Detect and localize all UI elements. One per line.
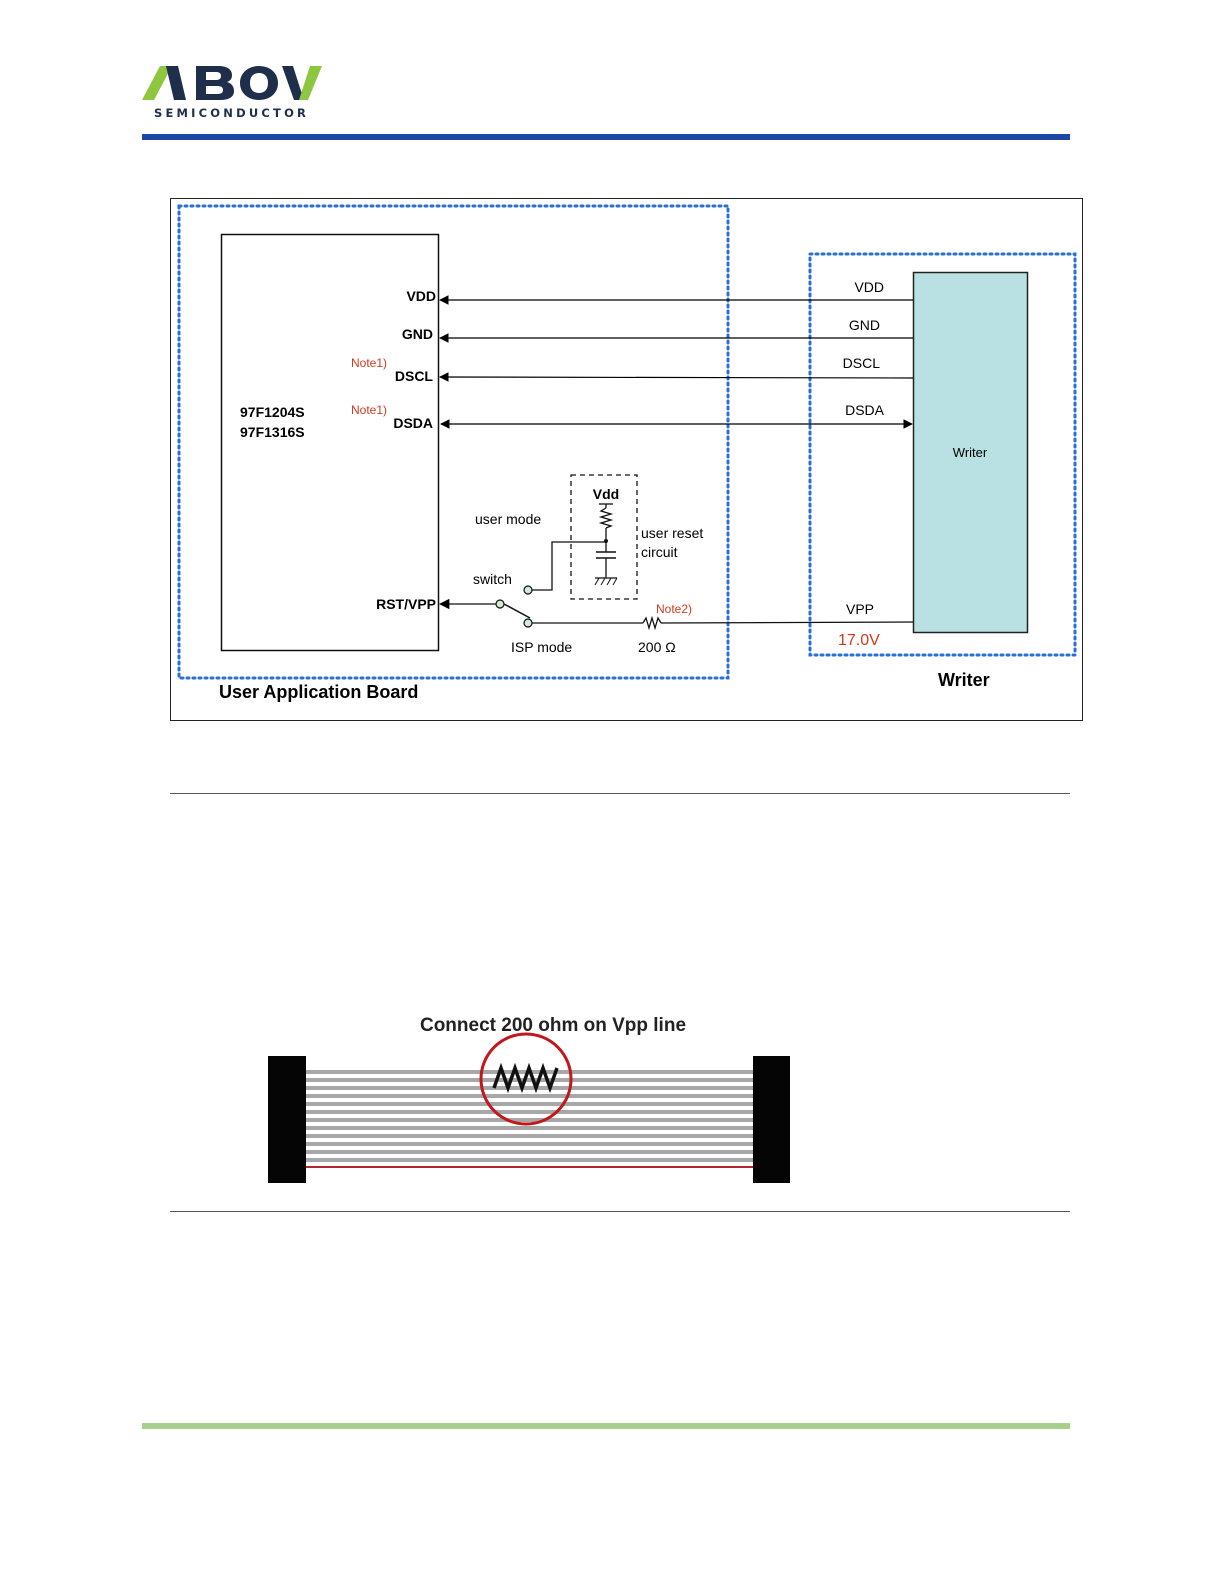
pin-dscl-label: DSCL (395, 368, 434, 384)
figure2-title: Connect 200 ohm on Vpp line (420, 1015, 686, 1036)
user-mode-label: user mode (475, 511, 541, 527)
pin-rst-vpp-label: RST/VPP (376, 596, 436, 612)
pullup-resistor-icon (601, 508, 611, 528)
right-connector (753, 1056, 790, 1183)
chip-label-2: 97F1316S (240, 424, 305, 440)
dscl-line (440, 377, 913, 378)
writer-pin-dscl: DSCL (843, 355, 881, 371)
section-divider-2 (170, 1211, 1070, 1212)
writer-block-label: Writer (953, 445, 988, 460)
ribbon-cable (305, 1072, 754, 1167)
pin-dsda-label: DSDA (393, 415, 433, 431)
writer-caption: Writer (938, 670, 990, 690)
switch-common-terminal (496, 600, 504, 608)
switch-user-terminal (524, 586, 532, 594)
note2-label: Note2) (656, 602, 692, 616)
note1-dsda: Note1) (351, 403, 387, 417)
reset-vdd-label: Vdd (593, 486, 619, 502)
footer-rule (142, 1423, 1070, 1429)
reset-label-line2: circuit (641, 544, 678, 560)
writer-pin-vpp: VPP (846, 601, 874, 617)
switch-lever (504, 604, 530, 618)
series-resistor-icon (643, 618, 661, 628)
writer-pin-gnd: GND (849, 317, 880, 333)
switch-label: switch (473, 571, 512, 587)
pin-gnd-label: GND (402, 326, 433, 342)
section-divider-1 (170, 793, 1070, 794)
resistor-value-label: 200 Ω (638, 639, 676, 655)
isp-mode-label: ISP mode (511, 639, 572, 655)
reset-label-line1: user reset (641, 525, 703, 541)
writer-pin-vdd: VDD (854, 279, 884, 295)
vpp-voltage: 17.0V (838, 632, 880, 649)
left-connector (268, 1056, 306, 1183)
writer-pin-dsda: DSDA (845, 402, 885, 418)
board-caption: User Application Board (219, 682, 418, 702)
vpp-line (661, 622, 913, 623)
switch-isp-terminal (524, 619, 532, 627)
chip-label-1: 97F1204S (240, 404, 305, 420)
note1-dscl: Note1) (351, 356, 387, 370)
pin-vdd-label: VDD (406, 288, 436, 304)
